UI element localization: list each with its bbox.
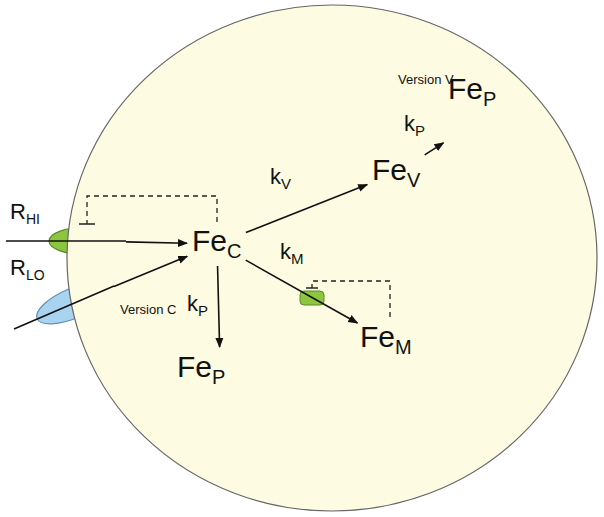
- text-subscript: LO: [26, 267, 45, 283]
- cell-body: RHIRLOFeCFePFeVFePVersion VFeMVersion C: [66, 4, 598, 512]
- rate-label-anchor: kP: [404, 112, 425, 140]
- rate-constant: kV: [270, 165, 291, 193]
- text-base: k: [187, 291, 198, 316]
- text-base: k: [270, 164, 281, 189]
- iron-particles: [175, 390, 267, 454]
- text-base: R: [10, 255, 26, 280]
- vacuole: FeVFePVersion V: [348, 42, 532, 226]
- text-subscript: M: [395, 336, 412, 358]
- text-base: Version V: [398, 72, 454, 87]
- rate-constant: kP: [187, 292, 208, 320]
- text-subscript: M: [291, 250, 304, 267]
- node-label: FeP: [448, 72, 496, 110]
- node-label: FeV: [372, 153, 420, 191]
- node-label: FeM: [360, 320, 412, 358]
- text-base: k: [404, 111, 415, 136]
- node-shape: [48, 226, 126, 256]
- rate-label-anchor: kM: [280, 240, 304, 268]
- text-base: Fe: [360, 320, 395, 353]
- node-label: Version V: [398, 70, 454, 88]
- iron-deposit: FeP: [175, 350, 267, 454]
- text-subscript: P: [415, 122, 425, 139]
- text-subscript: P: [212, 366, 225, 388]
- rate-label-anchor: kV: [270, 165, 291, 193]
- inhibition-bar: [79, 223, 95, 225]
- text-base: R: [10, 199, 26, 224]
- text-subscript: P: [483, 88, 496, 110]
- node-label: RHI: [10, 200, 40, 227]
- iron-pool: FeV: [370, 153, 423, 193]
- mitochondrion: FeM: [272, 298, 548, 400]
- iron-deposit: FeP: [446, 72, 520, 163]
- node-label: RLO: [10, 256, 45, 283]
- text-subscript: P: [198, 302, 208, 319]
- text-base: Fe: [192, 224, 227, 257]
- influx-line: [6, 240, 126, 242]
- node-shape: [348, 42, 532, 226]
- rate-constant: kM: [280, 240, 304, 268]
- text-subscript: HI: [26, 211, 40, 227]
- iron-particles: [446, 112, 520, 163]
- text-base: Fe: [372, 153, 407, 186]
- text-subscript: C: [227, 240, 241, 262]
- rate-label-anchor: kP: [187, 292, 208, 320]
- text-base: Version C: [120, 302, 176, 317]
- transporter-high: RHI: [48, 226, 126, 256]
- rate-constant: kP: [404, 112, 425, 140]
- inhibition-bar: [306, 287, 318, 289]
- node-label: FeP: [177, 350, 225, 388]
- text-subscript: V: [407, 169, 420, 191]
- node-label: Version C: [120, 300, 176, 318]
- node-shape: [66, 4, 598, 512]
- text-base: Fe: [177, 350, 212, 383]
- text-base: k: [280, 239, 291, 264]
- transporter-low: RLO: [34, 278, 114, 328]
- node-outline: [67, 5, 597, 511]
- text-subscript: V: [281, 175, 291, 192]
- iron-pool: FeC: [190, 224, 244, 264]
- node-shape: [34, 278, 114, 328]
- node-label: FeC: [192, 224, 241, 262]
